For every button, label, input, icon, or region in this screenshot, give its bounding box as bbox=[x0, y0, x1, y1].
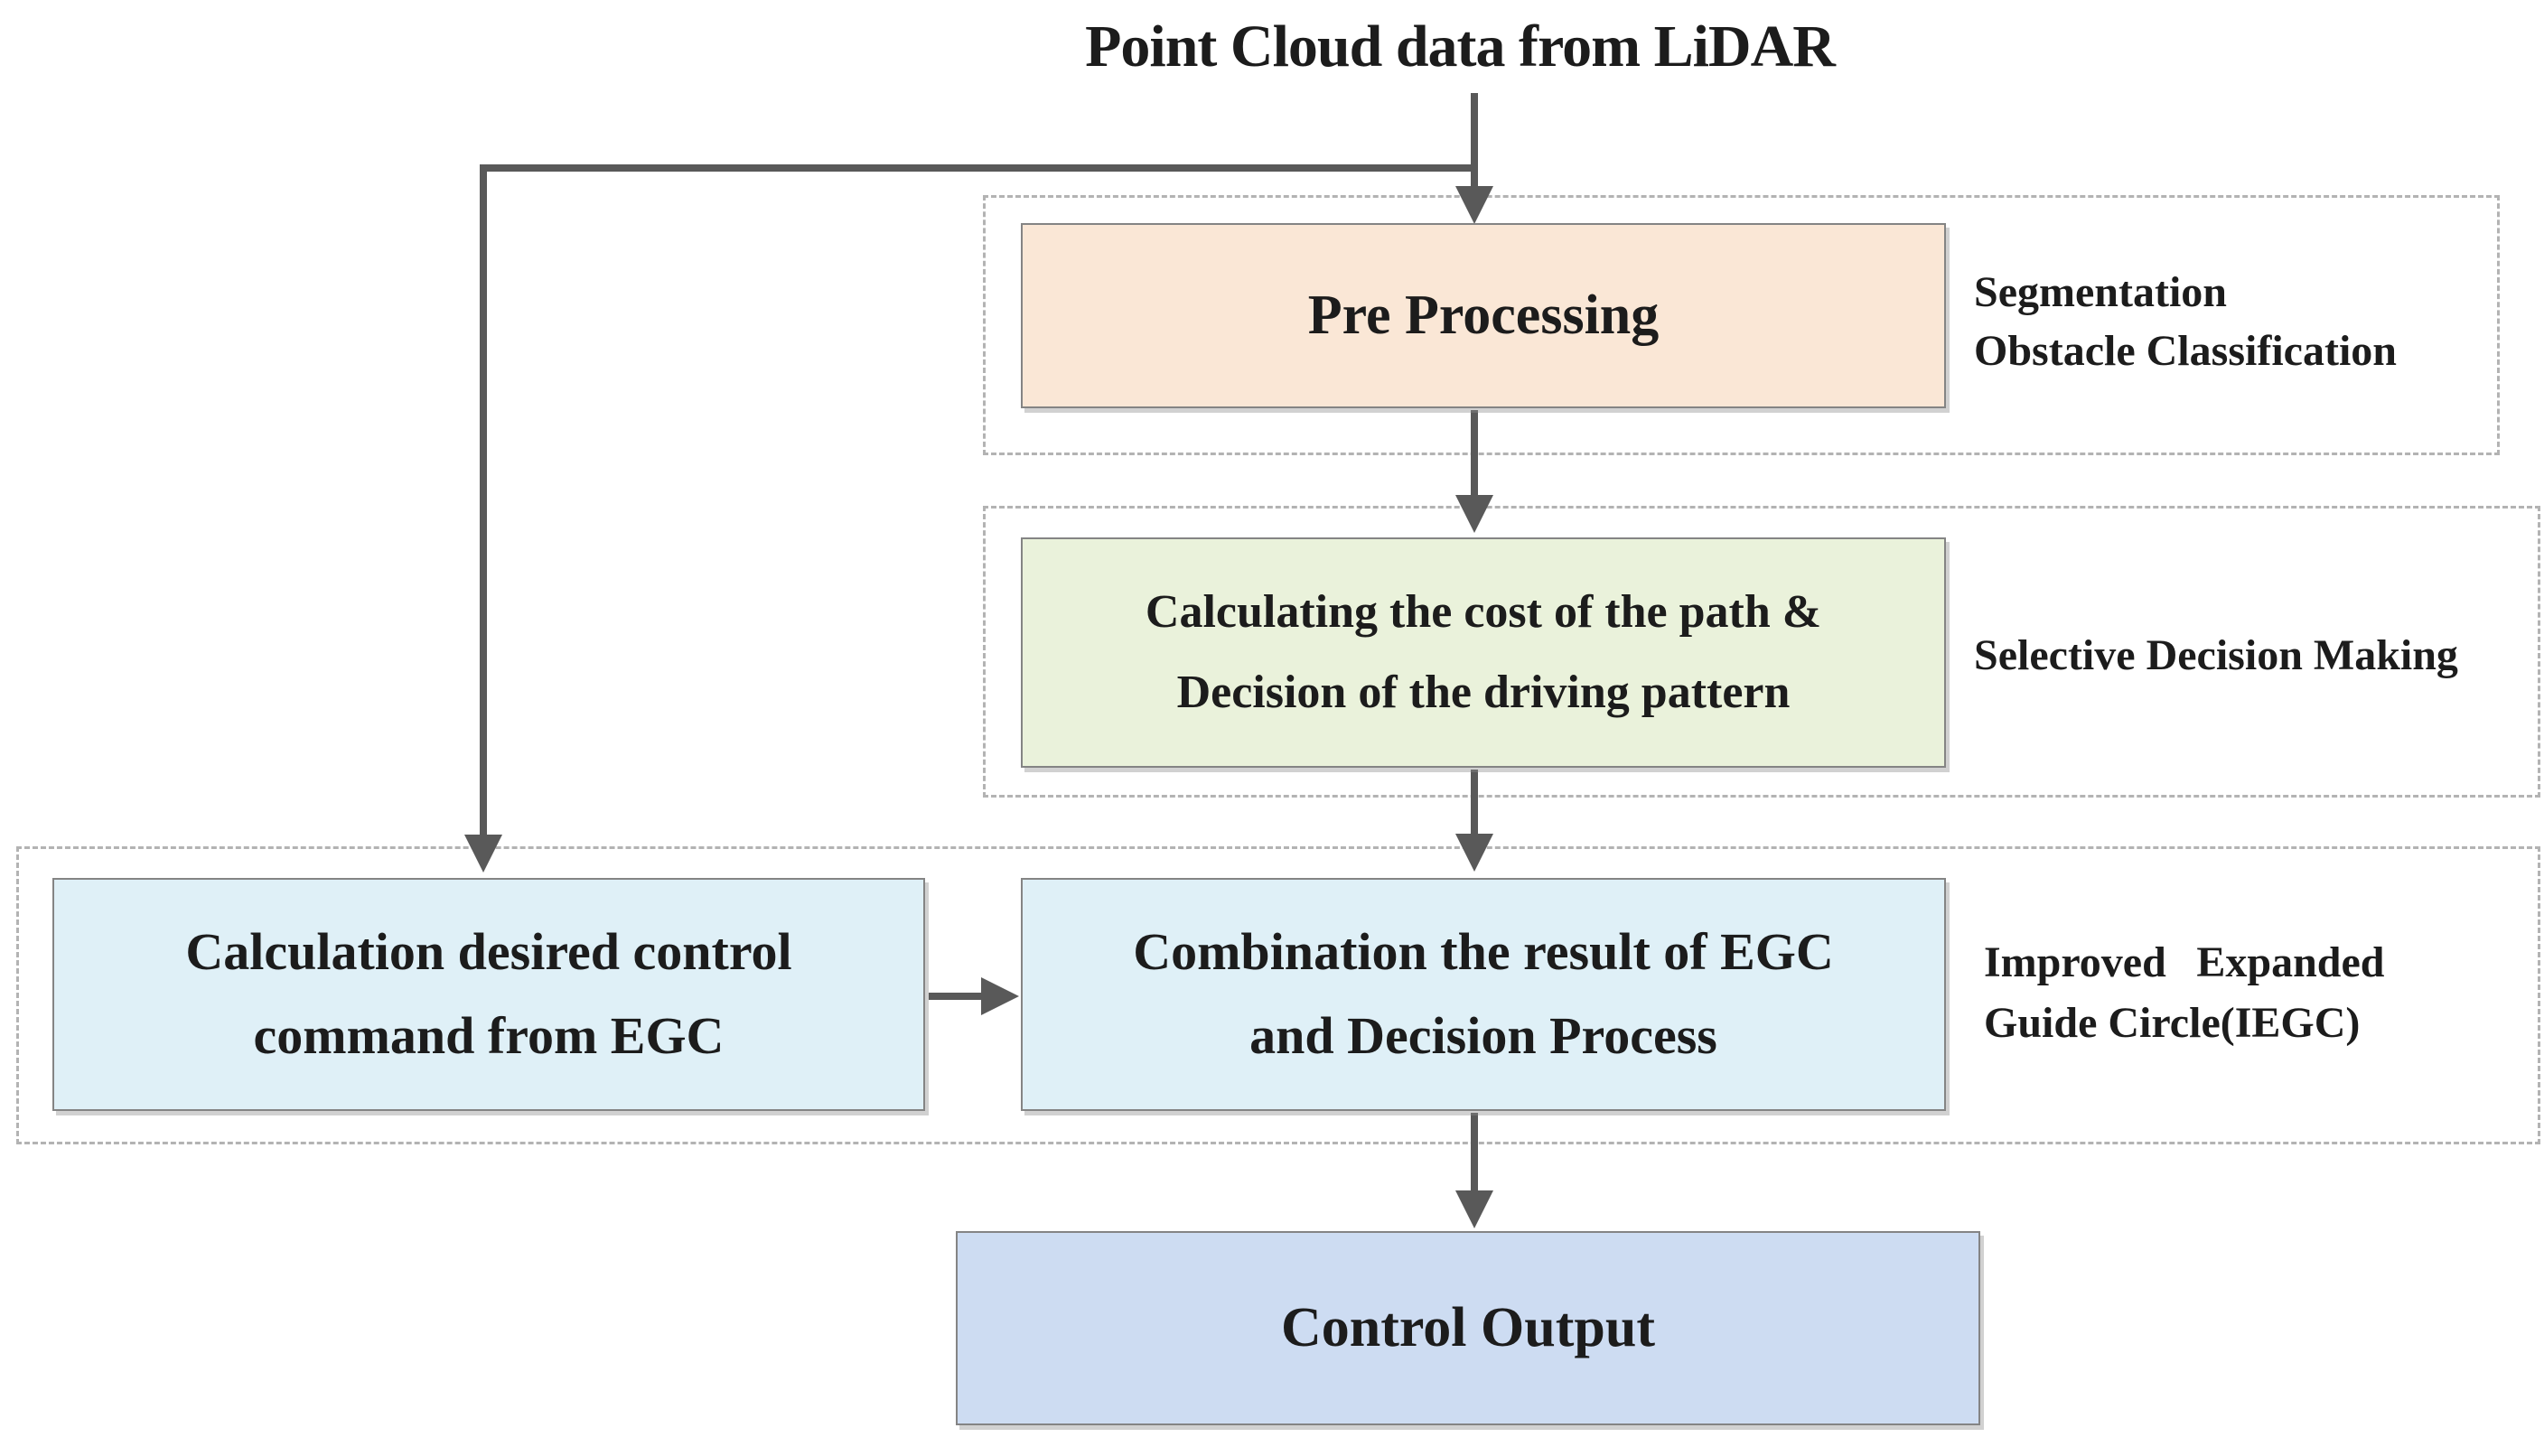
label-selective-decision-text: Selective Decision Making bbox=[1974, 631, 2458, 679]
group-segmentation-container bbox=[983, 195, 2500, 455]
label-iegc-line1: Improved Expanded bbox=[1984, 938, 2385, 986]
arrow-egc-to-combination bbox=[929, 977, 1019, 1015]
label-selective-decision: Selective Decision Making bbox=[1974, 627, 2534, 686]
node-control-output-label: Control Output bbox=[1281, 1297, 1655, 1358]
label-segmentation-line2: Obstacle Classification bbox=[1974, 326, 2397, 375]
node-cost-decision: Calculating the cost of the path & Decis… bbox=[1021, 537, 1946, 768]
group-iegc-container bbox=[16, 846, 2540, 1144]
node-combination: Combination the result of EGC and Decisi… bbox=[1021, 878, 1946, 1111]
arrow-title-to-preprocessing bbox=[1455, 93, 1493, 224]
label-iegc-line2: Guide Circle(IEGC) bbox=[1984, 999, 2361, 1048]
label-segmentation: Segmentation Obstacle Classification bbox=[1974, 264, 2525, 381]
arrow-branch-to-egc-command bbox=[464, 164, 1474, 873]
node-pre-processing-label: Pre Processing bbox=[1307, 285, 1660, 346]
arrow-cost-to-combination bbox=[1455, 770, 1493, 872]
node-egc-command: Calculation desired control command from… bbox=[52, 878, 925, 1111]
node-combination-line2: and Decision Process bbox=[1249, 1006, 1717, 1065]
group-selective-decision-container bbox=[983, 506, 2540, 798]
label-iegc: Improved Expanded Guide Circle(IEGC) bbox=[1984, 932, 2526, 1053]
arrow-combination-to-control bbox=[1455, 1113, 1493, 1228]
node-pre-processing: Pre Processing bbox=[1021, 223, 1946, 408]
label-segmentation-line1: Segmentation bbox=[1974, 268, 2227, 316]
node-combination-line1: Combination the result of EGC bbox=[1133, 922, 1834, 982]
arrow-preprocessing-to-cost bbox=[1455, 410, 1493, 533]
node-cost-decision-line1: Calculating the cost of the path & bbox=[1145, 586, 1822, 639]
node-cost-decision-line2: Decision of the driving pattern bbox=[1176, 666, 1791, 718]
node-control-output: Control Output bbox=[956, 1231, 1980, 1425]
diagram-title: Point Cloud data from LiDAR bbox=[1085, 14, 1836, 79]
node-egc-command-line2: command from EGC bbox=[253, 1006, 725, 1065]
node-egc-command-line1: Calculation desired control bbox=[185, 922, 792, 982]
